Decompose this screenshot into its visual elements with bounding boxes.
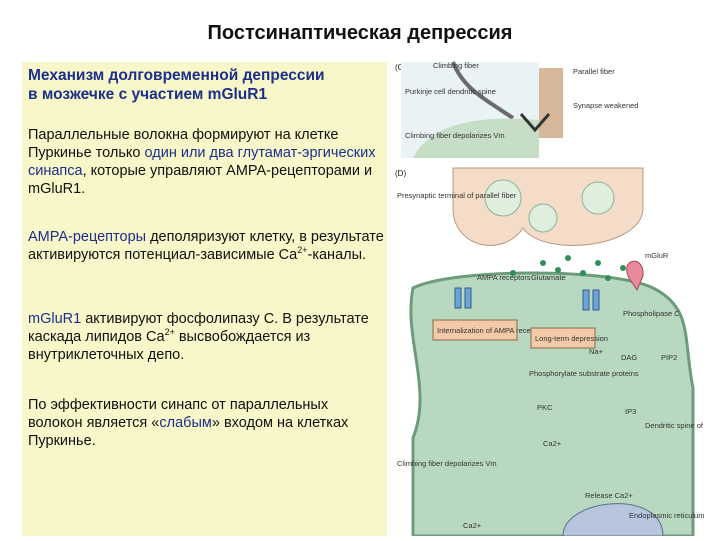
label-ca-in: Ca2+ xyxy=(543,439,562,448)
slide-title: Постсинаптическая депрессия xyxy=(207,22,513,44)
label-pkc: PKC xyxy=(537,403,553,412)
p1-highlight: один или два глутамат-эргических синапса xyxy=(28,145,376,179)
paragraph-ampa: AMPA-рецепторы деполяризуют клетку, в ре… xyxy=(28,228,386,264)
spine-shape-c xyxy=(413,118,539,158)
label-glutamate: Glutamate xyxy=(531,273,566,282)
vesicle-cluster-3 xyxy=(581,181,615,215)
endoplasmic-reticulum xyxy=(562,503,664,537)
vesicle-cluster-2 xyxy=(528,203,558,233)
label-release-ca: Release Ca2+ xyxy=(585,491,633,500)
p3-text-c: высвобождается из внутриклеточных депо. xyxy=(28,329,311,363)
subtitle-line-2: в мозжечке с участием mGluR1 xyxy=(28,86,268,103)
parallel-fiber-shape xyxy=(539,68,563,138)
label-ampa: AMPA receptors xyxy=(477,273,531,282)
p2-highlight: AMPA-рецепторы xyxy=(28,229,147,245)
paragraph-weak-input: По эффективности синапс от параллельных … xyxy=(28,396,386,450)
vesicle-cluster-1 xyxy=(484,179,522,217)
figure-svg: (C) Climbing fiber Parallel fiber Purkin… xyxy=(395,61,720,538)
label-climbing-depolarizes: Climbing fiber depolarizes Vm xyxy=(405,131,505,140)
ltd-box xyxy=(530,327,596,349)
panel-d-letter: (D) xyxy=(395,169,406,178)
label-ltd: Long-term depression xyxy=(535,334,608,343)
label-er: Endoplasmic reticulum xyxy=(629,511,704,520)
p1-text-d: mGluR1 xyxy=(28,181,82,197)
subtitle-line-1: Механизм долговременной депрессии xyxy=(28,67,325,84)
label-phospholipase: Phospholipase C xyxy=(623,309,680,318)
label-na: Na+ xyxy=(589,347,604,356)
p1-text-c: , которые управляют AMPA-рецепторами и xyxy=(82,163,373,179)
label-purkinje-spine: Purkinje cell dendritic spine xyxy=(405,87,496,96)
panel-c-letter: (C) xyxy=(395,63,406,72)
p1-text-a: Параллельные волокна формируют на клетке… xyxy=(28,127,339,161)
paragraph-mglur: mGluR1 активируют фосфолипазу C. В резул… xyxy=(28,310,386,364)
text-panel: Механизм долговременной депрессии в мозж… xyxy=(22,62,387,536)
ltd-mechanism-figure: (C) Climbing fiber Parallel fiber Purkin… xyxy=(393,58,720,538)
label-ca-out: Ca2+ xyxy=(463,521,482,530)
label-climbing-fiber: Climbing fiber xyxy=(433,61,479,70)
p4-text-a: По эффективности синапс от параллельных … xyxy=(28,397,329,431)
label-phosphorylate: Phosphorylate substrate proteins xyxy=(529,369,639,378)
p4-highlight: слабым xyxy=(159,415,212,431)
label-dendritic-spine: Dendritic spine of Purkinje cell xyxy=(645,421,705,430)
label-presynaptic: Presynaptic terminal of parallel fiber xyxy=(397,191,517,200)
p3-text-b: активируют фосфолипазу C. В результате к… xyxy=(28,311,369,345)
p2-sup: 2+ xyxy=(297,245,308,256)
p3-highlight: mGluR1 xyxy=(28,311,82,327)
label-pip2: PIP2 xyxy=(661,353,677,362)
p3-sup: 2+ xyxy=(164,327,175,338)
p4-text-c: » входом на клетках Пуркинье. xyxy=(28,415,349,449)
label-internalization: Internalization of AMPA receptors xyxy=(437,326,548,335)
weakened-synapse-mark xyxy=(519,113,551,133)
label-synapse-weakened: Synapse weakened xyxy=(573,101,638,110)
p1-text-e: . xyxy=(81,181,86,197)
internalization-box xyxy=(432,319,518,341)
label-parallel-fiber: Parallel fiber xyxy=(573,67,615,76)
climbing-fiber-shape xyxy=(451,61,515,120)
label-climbing-depolarizes-2: Climbing fiber depolarizes Vm xyxy=(397,459,497,468)
p2-text-b: деполяризуют клетку, в результате активи… xyxy=(28,229,384,263)
p2-text-c: -каналы. xyxy=(307,247,367,263)
ampa-receptors xyxy=(454,287,600,311)
label-ip3: IP3 xyxy=(625,407,636,416)
label-mglur: mGluR xyxy=(645,251,669,260)
section-subtitle: Механизм долговременной депрессии в мозж… xyxy=(28,66,383,104)
paragraph-parallel-fibers: Параллельные волокна формируют на клетке… xyxy=(28,126,386,198)
mglur-receptor xyxy=(626,260,644,292)
label-dag: DAG xyxy=(621,353,637,362)
glutamate-dots xyxy=(510,255,626,281)
